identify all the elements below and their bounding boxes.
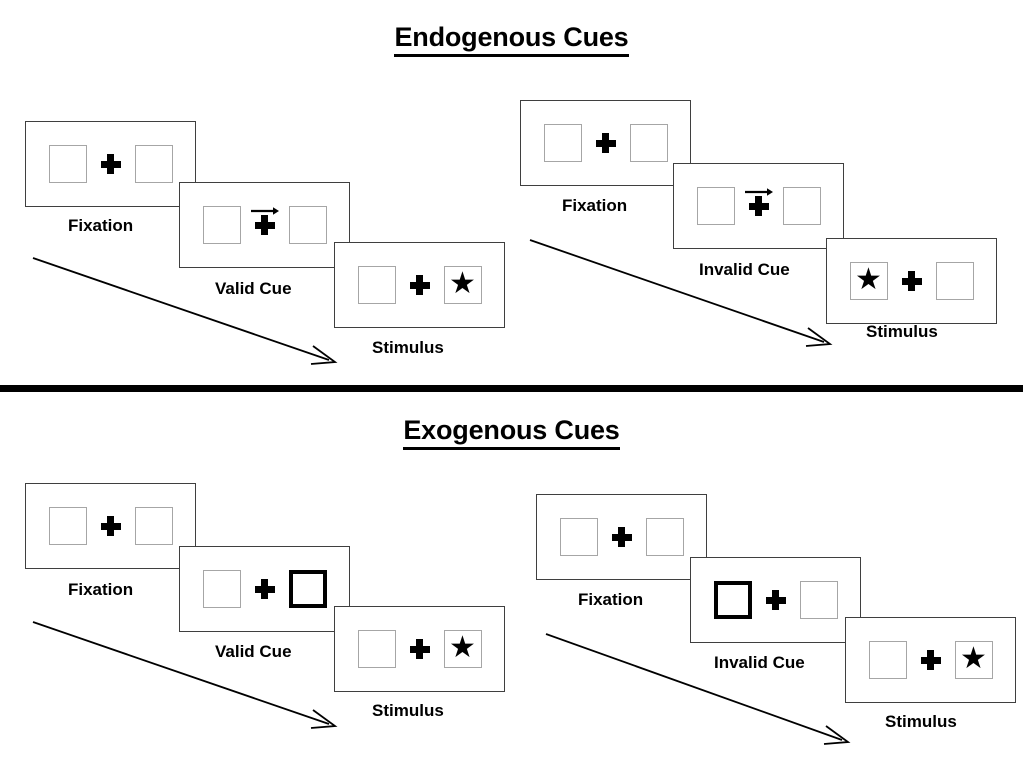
- fixation-cross-icon: [765, 590, 786, 610]
- right-box-target: ★: [443, 630, 482, 668]
- star-target-icon: ★: [449, 267, 476, 300]
- left-box: [696, 187, 735, 225]
- panel-content: [713, 581, 838, 619]
- right-box: [782, 187, 821, 225]
- panel-exogenous-valid-stimulus: ★: [334, 606, 505, 692]
- caption-exogenous-valid-stimulus: Stimulus: [372, 701, 444, 720]
- panel-content: [202, 570, 327, 608]
- right-box: [645, 518, 684, 556]
- fixation-cross-icon: [250, 207, 279, 235]
- panel-endogenous-invalid-fixation: [520, 100, 691, 186]
- left-box-cued: [713, 581, 752, 619]
- fixation-cross-icon: [409, 275, 430, 295]
- panel-content: [48, 145, 173, 183]
- fixation-cross-icon: [100, 516, 121, 536]
- caption-exogenous-invalid-fixation: Fixation: [578, 590, 644, 609]
- panel-content: [559, 518, 684, 556]
- left-box: [357, 630, 396, 668]
- panel-endogenous-valid-fixation: [25, 121, 196, 207]
- panel-content: ★: [357, 266, 482, 304]
- left-box: [559, 518, 598, 556]
- panel-content: [696, 187, 821, 225]
- caption-endogenous-valid-fixation: Fixation: [68, 216, 134, 235]
- section-title-exogenous: Exogenous Cues: [0, 415, 1023, 450]
- caption-exogenous-valid-fixation: Fixation: [68, 580, 134, 599]
- right-box: [799, 581, 838, 619]
- panel-endogenous-valid-stimulus: ★: [334, 242, 505, 328]
- star-target-icon: ★: [960, 642, 987, 675]
- left-box: [543, 124, 582, 162]
- star-target-icon: ★: [449, 631, 476, 664]
- left-box: [48, 145, 87, 183]
- flow-arrow-exogenous-invalid: [545, 633, 851, 745]
- caption-exogenous-invalid-cue: Invalid Cue: [714, 653, 805, 672]
- left-box: [868, 641, 907, 679]
- fixation-cross-icon: [901, 271, 922, 291]
- left-box: [202, 570, 241, 608]
- caption-exogenous-invalid-stimulus: Stimulus: [885, 712, 957, 731]
- panel-content: [48, 507, 173, 545]
- section-title-endogenous-text: Endogenous Cues: [394, 22, 629, 57]
- right-box-target: ★: [954, 641, 993, 679]
- fixation-cross-icon: [595, 133, 616, 153]
- right-box-cued: [288, 570, 327, 608]
- section-title-exogenous-text: Exogenous Cues: [403, 415, 620, 450]
- fixation-cross-icon: [920, 650, 941, 670]
- fixation-cross-icon: [100, 154, 121, 174]
- panel-endogenous-invalid-stimulus: ★: [826, 238, 997, 324]
- right-box: [134, 507, 173, 545]
- panel-endogenous-invalid-cue: [673, 163, 844, 249]
- section-divider: [0, 385, 1023, 392]
- fixation-cross-icon: [409, 639, 430, 659]
- right-box-target: ★: [443, 266, 482, 304]
- left-box-target: ★: [849, 262, 888, 300]
- panel-exogenous-invalid-cue: [690, 557, 861, 643]
- section-title-endogenous: Endogenous Cues: [0, 22, 1023, 57]
- star-target-icon: ★: [855, 263, 882, 296]
- panel-content: [202, 206, 327, 244]
- caption-endogenous-invalid-stimulus: Stimulus: [866, 322, 938, 341]
- arrow-right-cue-icon: [744, 188, 773, 196]
- panel-exogenous-invalid-stimulus: ★: [845, 617, 1016, 703]
- left-box: [202, 206, 241, 244]
- fixation-cross-icon: [254, 579, 275, 599]
- panel-content: ★: [868, 641, 993, 679]
- caption-endogenous-valid-stimulus: Stimulus: [372, 338, 444, 357]
- right-box: [629, 124, 668, 162]
- panel-content: ★: [849, 262, 974, 300]
- right-box: [288, 206, 327, 244]
- caption-endogenous-valid-cue: Valid Cue: [215, 279, 292, 298]
- flow-arrow-endogenous-invalid: [529, 239, 833, 347]
- panel-content: ★: [357, 630, 482, 668]
- left-box: [357, 266, 396, 304]
- caption-exogenous-valid-cue: Valid Cue: [215, 642, 292, 661]
- panel-exogenous-valid-fixation: [25, 483, 196, 569]
- caption-endogenous-invalid-cue: Invalid Cue: [699, 260, 790, 279]
- panel-endogenous-valid-cue: [179, 182, 350, 268]
- panel-exogenous-invalid-fixation: [536, 494, 707, 580]
- arrow-right-cue-icon: [250, 207, 279, 215]
- left-box: [48, 507, 87, 545]
- flow-arrow-endogenous-valid: [32, 257, 338, 365]
- right-box: [134, 145, 173, 183]
- right-box: [935, 262, 974, 300]
- flow-arrow-exogenous-valid: [32, 621, 338, 729]
- fixation-cross-icon: [611, 527, 632, 547]
- fixation-cross-icon: [744, 188, 773, 216]
- panel-content: [543, 124, 668, 162]
- panel-exogenous-valid-cue: [179, 546, 350, 632]
- caption-endogenous-invalid-fixation: Fixation: [562, 196, 628, 215]
